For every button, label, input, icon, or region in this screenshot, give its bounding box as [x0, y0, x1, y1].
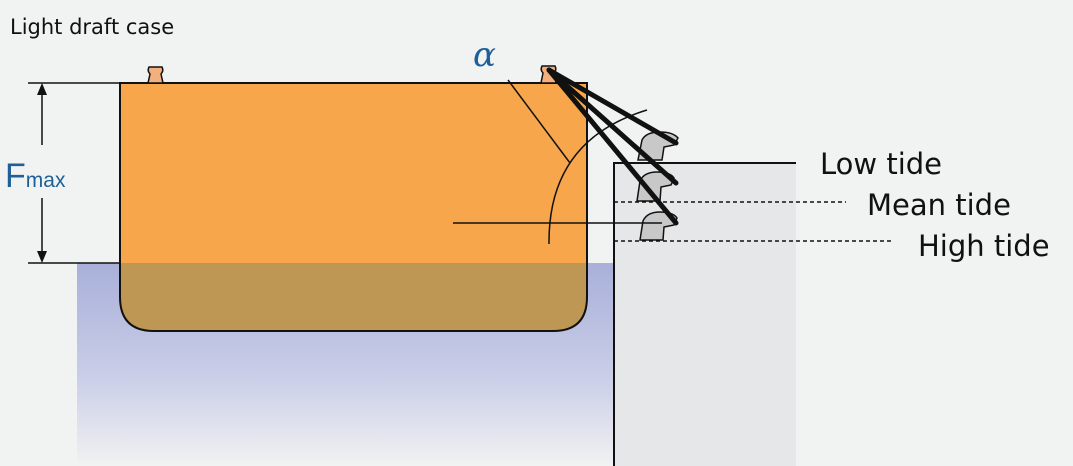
fmax-dimension — [28, 82, 120, 264]
fmax-subscript: max — [26, 169, 66, 192]
diagram-title: Light draft case — [10, 15, 174, 39]
mean-tide-label: Mean tide — [867, 188, 1011, 222]
fmax-symbol: F — [5, 157, 26, 195]
quay-bollards — [636, 131, 679, 241]
deck-bollard-left — [147, 66, 164, 84]
fmax-arrow-down — [37, 251, 47, 263]
fmax-label: Fmax — [5, 157, 66, 195]
quay-wall — [614, 163, 796, 466]
hull-submerged-part — [120, 263, 587, 331]
quay-bollard-high — [639, 211, 678, 241]
fmax-arrow-up — [37, 83, 47, 95]
high-tide-label: High tide — [918, 229, 1050, 263]
mooring-line-low — [546, 67, 679, 146]
alpha-label: α — [473, 35, 496, 75]
mooring-line-mean — [546, 67, 679, 186]
low-tide-label: Low tide — [820, 147, 942, 181]
ship-hull — [119, 82, 588, 332]
alpha-leader-line — [507, 79, 571, 164]
angle-arc — [548, 109, 648, 245]
mooring-lines — [546, 67, 679, 226]
mooring-line-high — [546, 67, 679, 226]
